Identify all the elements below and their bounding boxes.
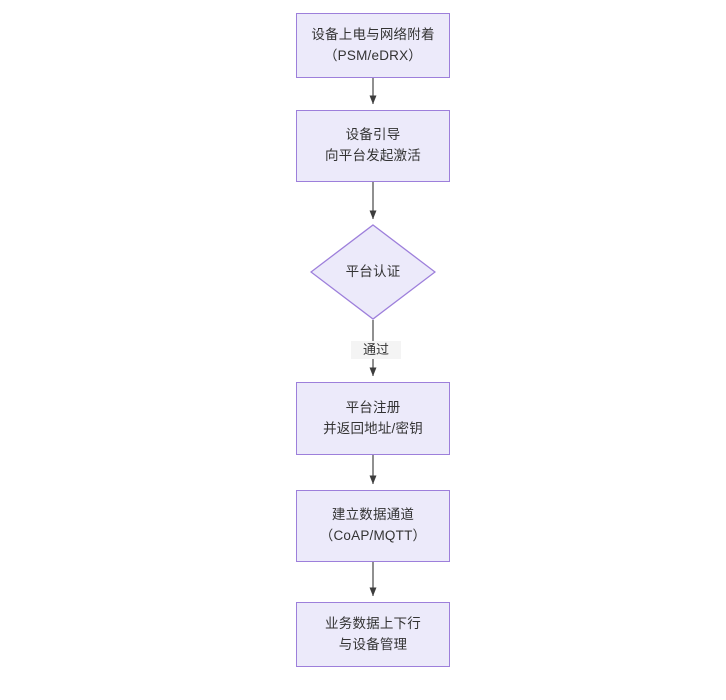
node-label-line: 向平台发起激活 — [325, 148, 421, 163]
node-label-line: 平台认证 — [345, 263, 401, 279]
edge-label-text: 通过 — [362, 342, 389, 357]
node-label-line: 建立数据通道 — [331, 507, 415, 523]
node-establish-data-channel[interactable]: 建立数据通道 （CoAP/MQTT） — [296, 490, 450, 562]
node-label-line: 设备引导 — [345, 127, 401, 143]
edge-label-pass: 通过 — [351, 341, 401, 359]
node-label-line: 平台注册 — [345, 399, 401, 415]
node-platform-authentication[interactable]: 平台认证 — [310, 224, 436, 320]
node-device-bootstrap[interactable]: 设备引导 向平台发起激活 — [296, 110, 450, 182]
node-label-line: 与设备管理 — [338, 636, 408, 652]
node-label-line: （PSM/eDRX） — [323, 47, 423, 63]
node-label-line: 并返回地址/密钥 — [323, 420, 423, 436]
node-label-line: 业务数据上下行 — [325, 615, 421, 631]
node-device-power-on[interactable]: 设备上电与网络附着 （PSM/eDRX） — [296, 13, 450, 78]
node-label-line: 设备上电与网络附着 — [311, 26, 435, 42]
node-platform-registration[interactable]: 平台注册 并返回地址/密钥 — [296, 382, 450, 455]
node-business-data-and-device-management[interactable]: 业务数据上下行 与设备管理 — [296, 602, 450, 667]
node-label-line: （CoAP/MQTT） — [319, 528, 427, 543]
